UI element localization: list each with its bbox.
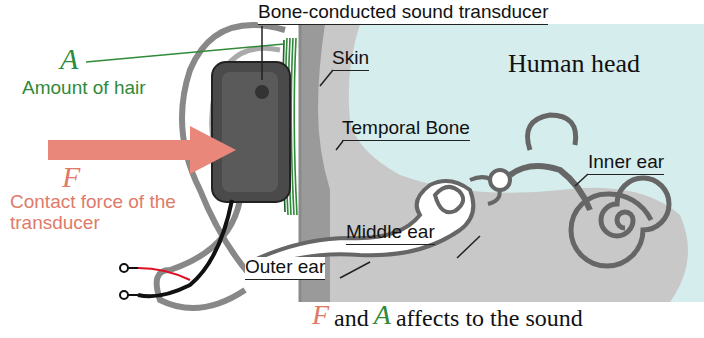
cochlea	[571, 178, 669, 266]
part-label: A	[60, 42, 78, 75]
leader-line	[86, 44, 284, 62]
terminal	[120, 291, 128, 299]
leader-line	[340, 262, 370, 278]
part-label: Outer ear	[245, 257, 325, 280]
part-label: affects to the sound	[396, 305, 583, 331]
transducer	[212, 62, 290, 202]
region-label: Human head	[508, 50, 640, 79]
part-label: Temporal Bone	[342, 118, 470, 141]
part-label: F	[62, 160, 80, 193]
cable	[138, 200, 232, 296]
leader-line	[261, 26, 263, 80]
leader-line	[336, 141, 343, 150]
part-label: F	[312, 300, 329, 331]
part-label: and	[334, 305, 369, 331]
head-region	[300, 24, 704, 302]
leader-line	[457, 236, 480, 258]
part-label: Middle ear	[346, 222, 435, 245]
part-label: A	[374, 300, 391, 331]
terminal	[120, 264, 128, 272]
leader-line	[320, 70, 333, 86]
leader-line	[575, 174, 588, 186]
part-label: Amount of hair	[22, 78, 146, 99]
temporal-bone	[300, 24, 688, 302]
part-label: Skin	[332, 48, 369, 71]
part-label: Inner ear	[588, 152, 664, 175]
part-label: Bone-conducted sound transducer	[258, 2, 548, 25]
part-label: Contact force of the transducer	[10, 192, 210, 234]
